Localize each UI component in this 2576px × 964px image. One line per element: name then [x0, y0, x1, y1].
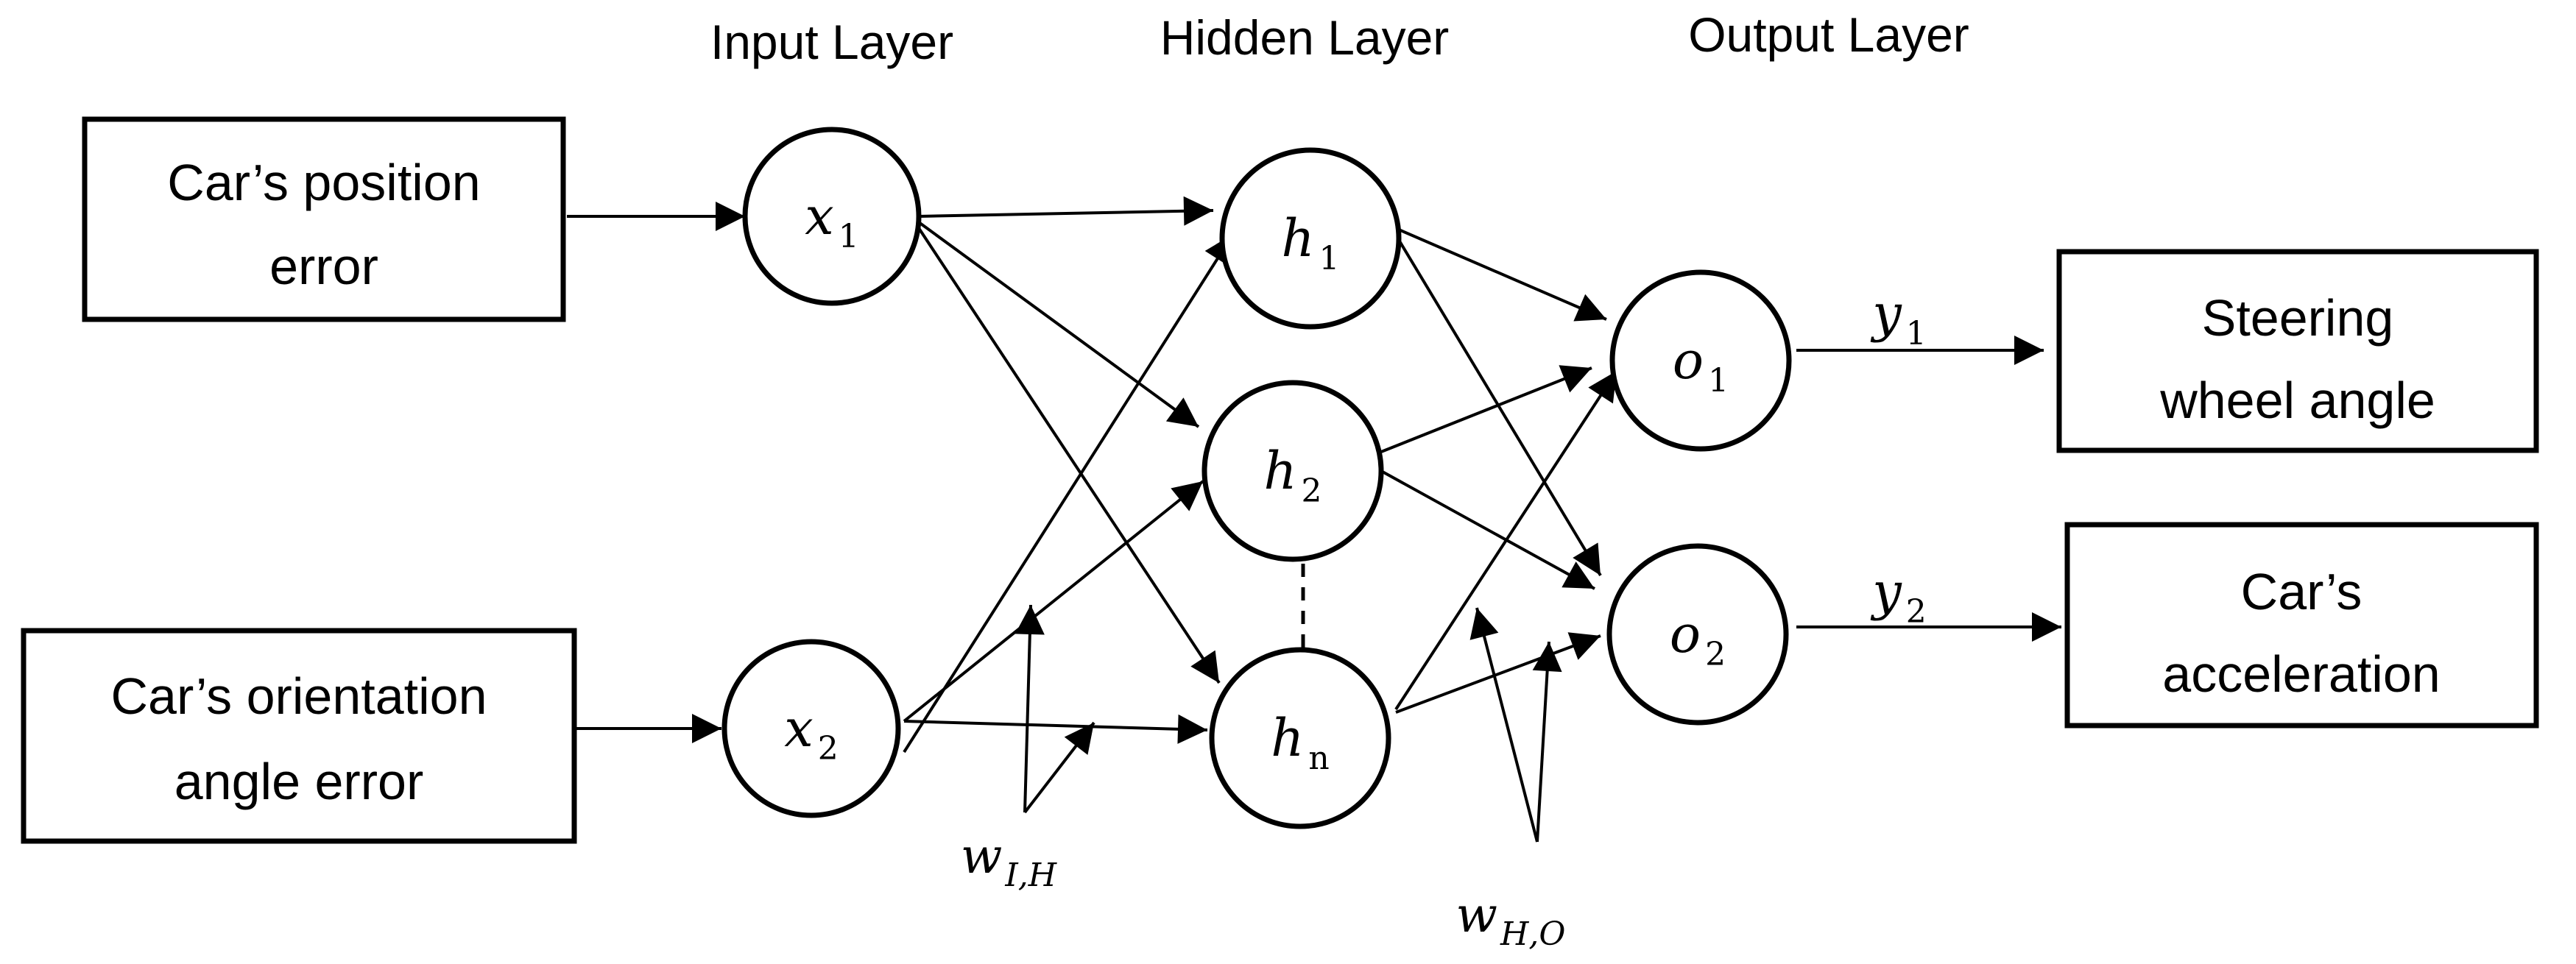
- weight-base: w: [1456, 887, 1498, 943]
- weight-ho-pointer: [1469, 607, 1539, 843]
- svg-text:x2: x2: [784, 698, 838, 768]
- input-box-line2: error: [269, 238, 378, 295]
- node-base: x: [805, 186, 833, 247]
- connections: [567, 196, 2061, 843]
- edge-x1-h1: [918, 196, 1214, 226]
- edge-x2-hn: [903, 714, 1208, 744]
- node-sub: 2: [1705, 636, 1726, 673]
- node-sub: 2: [818, 730, 839, 768]
- signal-base: y: [1870, 283, 1902, 344]
- svg-text:o1: o1: [1673, 330, 1729, 400]
- weight-base: w: [961, 828, 1003, 885]
- weight-sub: I,H: [1004, 857, 1057, 894]
- node-base: x: [784, 698, 813, 759]
- svg-text:o2: o2: [1670, 604, 1726, 673]
- weight-ih-pointer: [1023, 721, 1095, 814]
- edge-x1-h2: [917, 221, 1200, 428]
- edge-x2-h2: [903, 480, 1204, 723]
- edge-x1-hn: [917, 227, 1221, 684]
- node-sub: 1: [1708, 362, 1729, 400]
- svg-text:h1: h1: [1281, 208, 1339, 277]
- node-base: o: [1670, 604, 1701, 664]
- hidden-layer-title: Hidden Layer: [1160, 10, 1450, 65]
- output-box-steering-angle: Steering wheel angle: [2056, 249, 2539, 453]
- weight-ih-pointer: [1014, 604, 1045, 813]
- weight-label-input-hidden: wI,H: [961, 828, 1058, 894]
- output-box-line2: wheel angle: [2159, 372, 2435, 429]
- weight-label-hidden-output: wH,O: [1456, 887, 1566, 953]
- input-box-orientation-error: Car’s orientation angle error: [21, 628, 577, 844]
- node-base: h: [1271, 708, 1304, 768]
- output-box-line2: acceleration: [2162, 645, 2440, 703]
- signal-sub: 2: [1906, 593, 1927, 631]
- node-sub: 2: [1302, 472, 1322, 510]
- edge-h2-o2: [1380, 469, 1595, 590]
- edge-h2-o1: [1380, 365, 1592, 453]
- svg-text:hn: hn: [1271, 708, 1329, 777]
- edge-hn-o2: [1395, 632, 1601, 714]
- svg-text:h2: h2: [1263, 441, 1321, 510]
- node-sub: 1: [839, 218, 859, 255]
- node-sub: 1: [1319, 240, 1340, 277]
- input-layer-title: Input Layer: [710, 15, 953, 69]
- edge-h1-o1: [1398, 228, 1607, 322]
- input-box-line2: angle error: [174, 753, 424, 810]
- node-base: h: [1281, 208, 1314, 269]
- input-box-line1: Car’s position: [167, 154, 480, 211]
- weight-sub: H,O: [1500, 915, 1565, 953]
- output-box-line1: Steering: [2202, 289, 2394, 347]
- input-box-position-error: Car’s position error: [82, 116, 566, 322]
- input-box-line1: Car’s orientation: [110, 667, 487, 725]
- output-box-acceleration: Car’s acceleration: [2064, 522, 2539, 729]
- svg-text:x1: x1: [805, 186, 858, 255]
- signal-sub: 1: [1906, 315, 1927, 352]
- weight-ho-pointer: [1532, 641, 1562, 843]
- edge-x2-h1: [903, 233, 1235, 754]
- node-sub: n: [1308, 740, 1329, 777]
- node-base: h: [1263, 441, 1296, 501]
- edge-hn-o1: [1394, 369, 1618, 711]
- edge-h1-o2: [1397, 238, 1602, 577]
- output-layer-title: Output Layer: [1688, 7, 1969, 62]
- signal-base: y: [1870, 561, 1902, 622]
- node-base: o: [1673, 330, 1704, 391]
- output-box-line1: Car’s: [2241, 563, 2362, 620]
